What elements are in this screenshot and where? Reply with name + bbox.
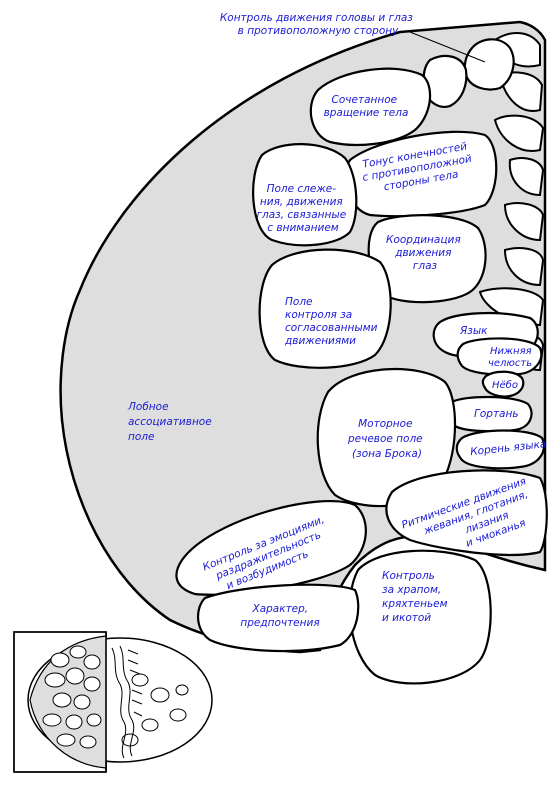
label-broca: Моторное речевое поле (зона Брока) [347, 418, 426, 460]
pointer-line [409, 31, 486, 63]
region-lower-jaw [456, 337, 543, 376]
region-limb-tone [344, 130, 498, 218]
inset-brain-thumbnail [13, 631, 213, 773]
region-attention-eye-field [252, 143, 358, 247]
label-character: Характер, предпочтения [240, 603, 319, 629]
region-rhythmic-movements [385, 469, 548, 557]
label-lower-jaw: Нижняя челюсть [488, 346, 535, 369]
label-emotions: Контроль за эмоциями, раздражительность … [201, 512, 339, 597]
region-coordinated-movements [258, 248, 392, 369]
label-larynx: Гортань [474, 408, 519, 420]
label-snoring: Контроль за храпом, кряхтеньем и икотой [382, 570, 451, 624]
region-tongue-root [455, 429, 546, 470]
label-coordinated-movements: Поле контроля за согласованными движения… [284, 296, 381, 347]
region-snoring [348, 549, 492, 685]
label-tongue: Язык [459, 325, 488, 337]
region-head-eyes-contralateral [463, 38, 515, 91]
region-character [197, 583, 360, 653]
label-palate: Нёбо [492, 379, 518, 391]
region-emotions [175, 500, 367, 596]
region-palate [481, 370, 525, 398]
label-attention-eye-field: Поле слеже- ния, движения глаз, связанны… [256, 183, 349, 234]
label-eye-coordination: Координация движения глаз [386, 234, 464, 272]
label-body-rotation: Сочетанное вращение тела [324, 94, 409, 119]
region-body-rotation [309, 67, 432, 146]
label-frontal-association: Лобное ассоциативное поле [127, 401, 215, 443]
label-head-eyes-contra: Контроль движения головы и глаз в против… [220, 12, 416, 37]
